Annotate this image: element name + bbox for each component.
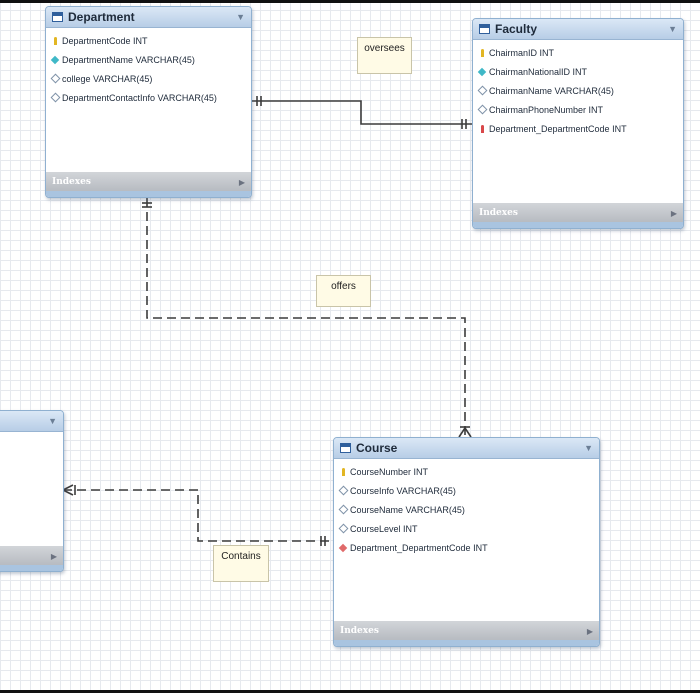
filled-diamond-icon xyxy=(478,68,486,76)
foreign-key-icon xyxy=(478,125,486,133)
column-row[interactable]: CourseLevel INT xyxy=(339,519,594,538)
collapse-arrow-icon[interactable]: ▼ xyxy=(48,416,57,426)
department-table-title: Department xyxy=(68,10,135,24)
column-row[interactable]: Department_DepartmentCode INT xyxy=(339,538,594,557)
oversees-relationship-note[interactable]: oversees xyxy=(357,37,412,74)
column-label: ChairmanName VARCHAR(45) xyxy=(489,85,614,96)
column-label: CourseInfo VARCHAR(45) xyxy=(350,485,456,496)
table-icon xyxy=(479,24,490,34)
course-table-header[interactable]: Course ▼ xyxy=(334,438,599,459)
column-row[interactable]: ChairmanName VARCHAR(45) xyxy=(478,81,678,100)
relationship-label: Contains xyxy=(221,551,261,562)
column-row[interactable]: ChairmanID INT xyxy=(478,43,678,62)
faculty-table-header[interactable]: Faculty ▼ xyxy=(473,19,683,40)
collapse-arrow-icon[interactable]: ▼ xyxy=(668,24,677,34)
column-row[interactable]: Department_DepartmentCode INT xyxy=(478,119,678,138)
relationship-label: offers xyxy=(331,281,356,292)
relationship-label: oversees xyxy=(364,43,405,54)
collapse-arrow-icon[interactable]: ▼ xyxy=(584,443,593,453)
table-footer xyxy=(46,191,251,197)
top-border xyxy=(0,0,700,3)
column-row[interactable]: CourseInfo VARCHAR(45) xyxy=(339,481,594,500)
empty-diamond-icon xyxy=(478,106,486,114)
course-table-title: Course xyxy=(356,441,398,455)
contains-connector xyxy=(62,484,333,546)
primary-key-icon xyxy=(51,37,59,45)
column-row[interactable]: CourseNumber INT xyxy=(339,462,594,481)
primary-key-icon xyxy=(339,468,347,476)
table-footer xyxy=(334,640,599,646)
bottom-border xyxy=(0,690,700,693)
column-row[interactable]: ChairmanPhoneNumber INT xyxy=(478,100,678,119)
collapse-arrow-icon[interactable]: ▼ xyxy=(236,12,245,22)
faculty-table-title: Faculty xyxy=(495,22,538,36)
column-label: CourseName VARCHAR(45) xyxy=(350,504,465,515)
empty-diamond-icon xyxy=(51,75,59,83)
contains-relationship-note[interactable]: Contains xyxy=(213,545,269,582)
offers-connector xyxy=(142,198,472,438)
column-label: ChairmanPhoneNumber INT xyxy=(489,104,604,115)
expand-arrow-icon[interactable]: ▶ xyxy=(238,176,245,187)
expand-arrow-icon[interactable]: ▶ xyxy=(50,550,57,561)
column-label: ChairmanID INT xyxy=(489,47,555,58)
column-label: Department_DepartmentCode INT xyxy=(489,123,627,134)
department-table-header[interactable]: Department ▼ xyxy=(46,7,251,28)
partial-table[interactable]: ▼ ▶ xyxy=(0,410,64,572)
empty-diamond-icon xyxy=(51,94,59,102)
column-row[interactable]: college VARCHAR(45) xyxy=(51,69,246,88)
column-label: CourseNumber INT xyxy=(350,466,429,477)
table-footer xyxy=(473,222,683,228)
indexes-bar[interactable]: ▶ xyxy=(0,546,63,565)
column-label: CourseLevel INT xyxy=(350,523,418,534)
indexes-bar[interactable]: Indexes ▶ xyxy=(473,203,683,222)
column-row[interactable]: ChairmanNationalID INT xyxy=(478,62,678,81)
column-row[interactable]: DepartmentContactInfo VARCHAR(45) xyxy=(51,88,246,107)
primary-key-icon xyxy=(478,49,486,57)
column-label: DepartmentContactInfo VARCHAR(45) xyxy=(62,92,217,103)
column-row[interactable]: DepartmentName VARCHAR(45) xyxy=(51,50,246,69)
column-label: ChairmanNationalID INT xyxy=(489,66,588,77)
faculty-table[interactable]: Faculty ▼ ChairmanID INT ChairmanNationa… xyxy=(472,18,684,229)
column-label: Department_DepartmentCode INT xyxy=(350,542,488,553)
table-icon xyxy=(340,443,351,453)
offers-relationship-note[interactable]: offers xyxy=(316,275,371,307)
empty-diamond-icon xyxy=(339,487,347,495)
course-table[interactable]: Course ▼ CourseNumber INT CourseInfo VAR… xyxy=(333,437,600,647)
table-footer xyxy=(0,565,63,571)
indexes-label: Indexes xyxy=(52,176,91,187)
indexes-label: Indexes xyxy=(340,625,379,636)
expand-arrow-icon[interactable]: ▶ xyxy=(586,625,593,636)
column-row[interactable]: DepartmentCode INT xyxy=(51,31,246,50)
empty-diamond-icon xyxy=(339,525,347,533)
empty-diamond-icon xyxy=(339,506,347,514)
column-label: college VARCHAR(45) xyxy=(62,73,153,84)
filled-diamond-icon xyxy=(51,56,59,64)
oversees-connector xyxy=(252,96,472,129)
empty-diamond-icon xyxy=(478,87,486,95)
expand-arrow-icon[interactable]: ▶ xyxy=(670,207,677,218)
column-row[interactable]: CourseName VARCHAR(45) xyxy=(339,500,594,519)
indexes-bar[interactable]: Indexes ▶ xyxy=(334,621,599,640)
fk-diamond-icon xyxy=(339,544,347,552)
column-label: DepartmentName VARCHAR(45) xyxy=(62,54,195,65)
partial-table-header[interactable]: ▼ xyxy=(0,411,63,432)
indexes-label: Indexes xyxy=(479,207,518,218)
department-table[interactable]: Department ▼ DepartmentCode INT Departme… xyxy=(45,6,252,198)
table-icon xyxy=(52,12,63,22)
indexes-bar[interactable]: Indexes ▶ xyxy=(46,172,251,191)
column-label: DepartmentCode INT xyxy=(62,35,148,46)
